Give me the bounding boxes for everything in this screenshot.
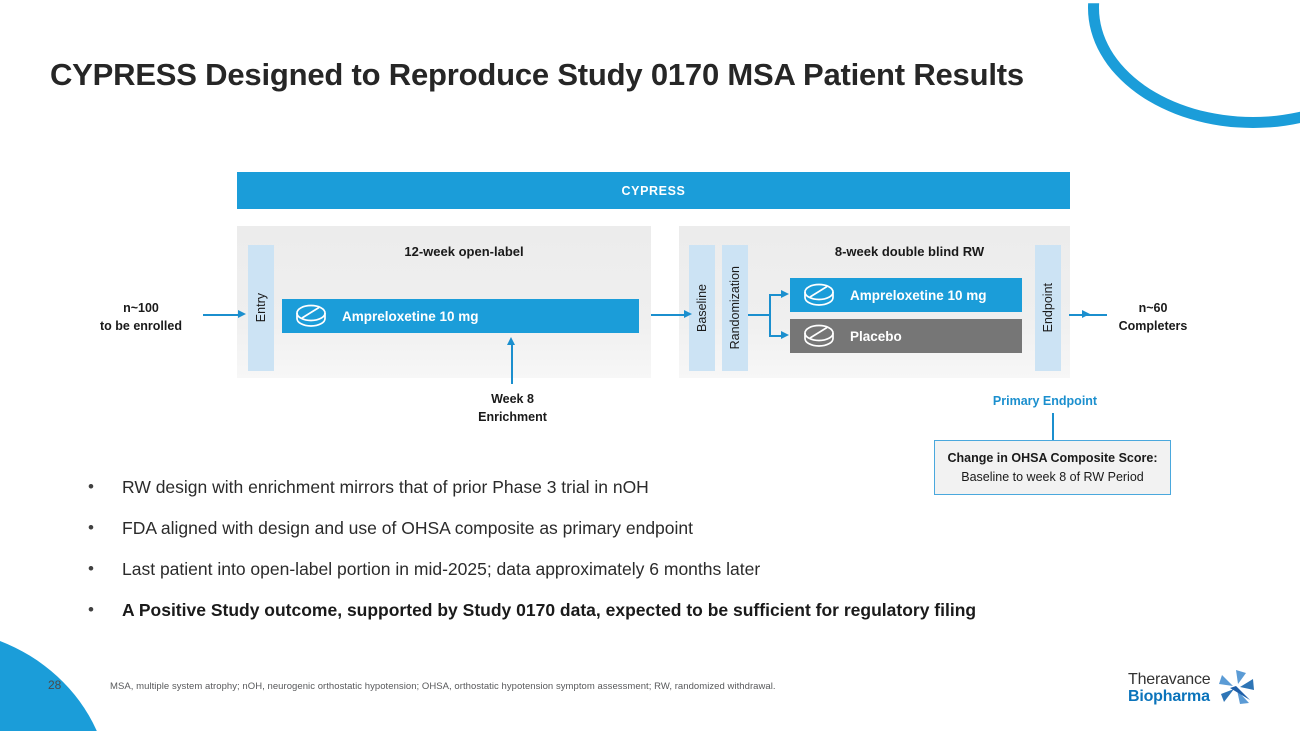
completers-note-line2: Completers	[1118, 319, 1188, 334]
open-label-arm-label: Ampreloxetine 10 mg	[342, 308, 479, 324]
randomization-branch-upper-head	[781, 290, 789, 298]
company-logo: Theravance Biopharma	[1128, 670, 1256, 706]
rw-active-arm: Ampreloxetine 10 mg	[790, 278, 1022, 312]
baseline-label: Baseline	[695, 284, 709, 332]
completers-note-line1: n~60	[1138, 301, 1168, 315]
pill-icon	[804, 324, 834, 347]
enrichment-note: Week 8 Enrichment	[455, 390, 570, 426]
completers-note: n~60 Completers	[1098, 299, 1208, 335]
randomization-branch-lower	[769, 335, 783, 337]
enrollment-note-line1: n~100	[123, 301, 159, 315]
study-design-diagram: CYPRESS 12-week open-label Entry Amprelo…	[85, 172, 1208, 495]
bullet-text: Last patient into open-label portion in …	[122, 559, 761, 579]
list-item: • RW design with enrichment mirrors that…	[88, 474, 1138, 500]
enrollment-note: n~100 to be enrolled	[85, 299, 197, 335]
pill-icon	[296, 304, 326, 327]
bullet-marker: •	[88, 477, 94, 496]
footnote-abbreviations: MSA, multiple system atrophy; nOH, neuro…	[110, 681, 776, 692]
arrow-enroll-head	[238, 310, 246, 318]
bullet-list: • RW design with enrichment mirrors that…	[88, 474, 1138, 638]
primary-endpoint-callout: Change in OHSA Composite Score: Baseline…	[934, 440, 1171, 495]
randomization-branch-stem	[748, 314, 770, 316]
rw-phase-title: 8-week double blind RW	[834, 244, 985, 259]
pill-icon	[804, 283, 834, 306]
primary-endpoint-line2: Baseline to week 8 of RW Period	[961, 470, 1144, 484]
randomization-branch-upper	[769, 294, 783, 296]
enrichment-arrow-line	[511, 344, 513, 384]
randomization-marker: Randomization	[722, 245, 748, 371]
entry-marker: Entry	[248, 245, 274, 371]
enrichment-note-line2: Enrichment	[478, 410, 547, 425]
entry-label: Entry	[254, 293, 268, 323]
bullet-marker: •	[88, 600, 94, 619]
rw-placebo-arm: Placebo	[790, 319, 1022, 353]
enrichment-arrow-head	[507, 337, 515, 345]
logo-line1: Theravance	[1128, 670, 1211, 688]
study-banner: CYPRESS	[237, 172, 1070, 209]
arrow-enroll-line	[203, 314, 241, 316]
open-label-treatment-arm: Ampreloxetine 10 mg	[282, 299, 639, 333]
bullet-marker: •	[88, 559, 94, 578]
page-title: CYPRESS Designed to Reproduce Study 0170…	[50, 57, 1024, 92]
list-item: • FDA aligned with design and use of OHS…	[88, 515, 1138, 541]
page-number: 28	[48, 678, 62, 692]
endpoint-label: Endpoint	[1041, 283, 1055, 333]
baseline-marker: Baseline	[689, 245, 715, 371]
enrichment-note-line1: Week 8	[491, 392, 534, 406]
open-label-phase-title: 12-week open-label	[404, 244, 524, 259]
bullet-text: A Positive Study outcome, supported by S…	[122, 600, 977, 620]
randomization-branch-lower-head	[781, 331, 789, 339]
randomization-label: Randomization	[728, 266, 742, 350]
bullet-text: RW design with enrichment mirrors that o…	[122, 477, 649, 497]
star-burst-icon	[1218, 670, 1254, 704]
logo-line2: Biopharma	[1128, 688, 1210, 705]
primary-endpoint-line1: Change in OHSA Composite Score:	[947, 451, 1158, 465]
bullet-marker: •	[88, 518, 94, 537]
rw-active-arm-label: Ampreloxetine 10 mg	[850, 287, 987, 303]
arrow-openlabel-to-rw-line	[651, 314, 687, 316]
list-item: • Last patient into open-label portion i…	[88, 556, 1138, 582]
endpoint-marker: Endpoint	[1035, 245, 1061, 371]
primary-endpoint-label: Primary Endpoint	[992, 394, 1098, 408]
list-item: • A Positive Study outcome, supported by…	[88, 597, 1138, 623]
study-banner-label: CYPRESS	[621, 183, 686, 198]
arrow-exit-head	[1082, 310, 1090, 318]
randomization-branch-vertical	[769, 294, 771, 336]
primary-endpoint-connector	[1052, 413, 1054, 441]
logo-wordmark: Theravance Biopharma	[1128, 671, 1211, 706]
enrollment-note-line2: to be enrolled	[100, 319, 182, 334]
rw-placebo-arm-label: Placebo	[850, 328, 902, 344]
bullet-text: FDA aligned with design and use of OHSA …	[122, 518, 694, 538]
arrow-openlabel-to-rw-head	[684, 310, 692, 318]
